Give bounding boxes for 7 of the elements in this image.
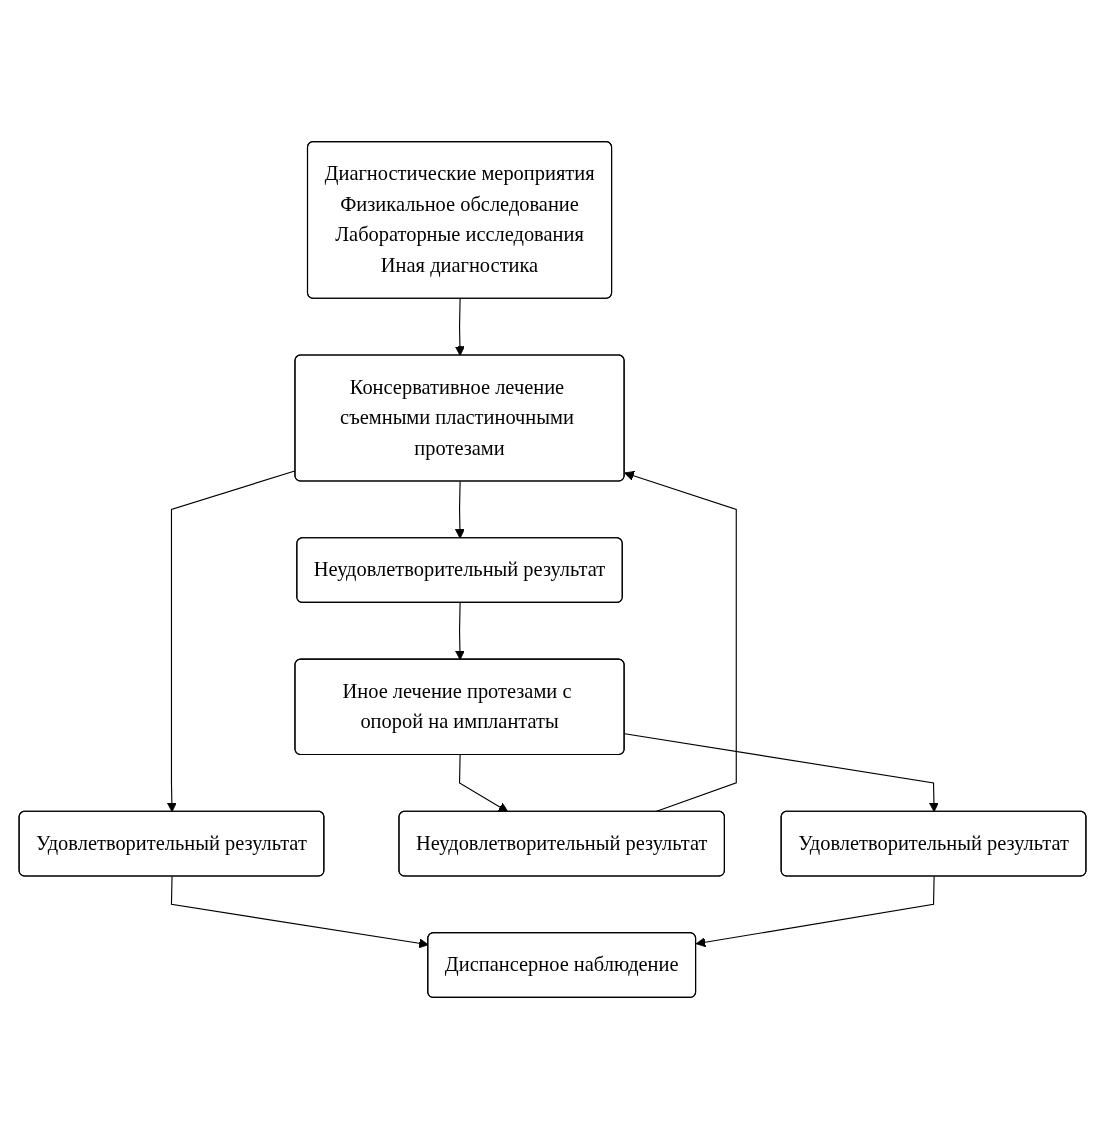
arrow <box>458 754 509 813</box>
arrow <box>695 875 935 948</box>
arrow <box>454 602 465 661</box>
arrow <box>454 480 465 539</box>
arrow <box>624 470 737 813</box>
arrow <box>624 733 939 813</box>
arrow <box>454 298 465 356</box>
